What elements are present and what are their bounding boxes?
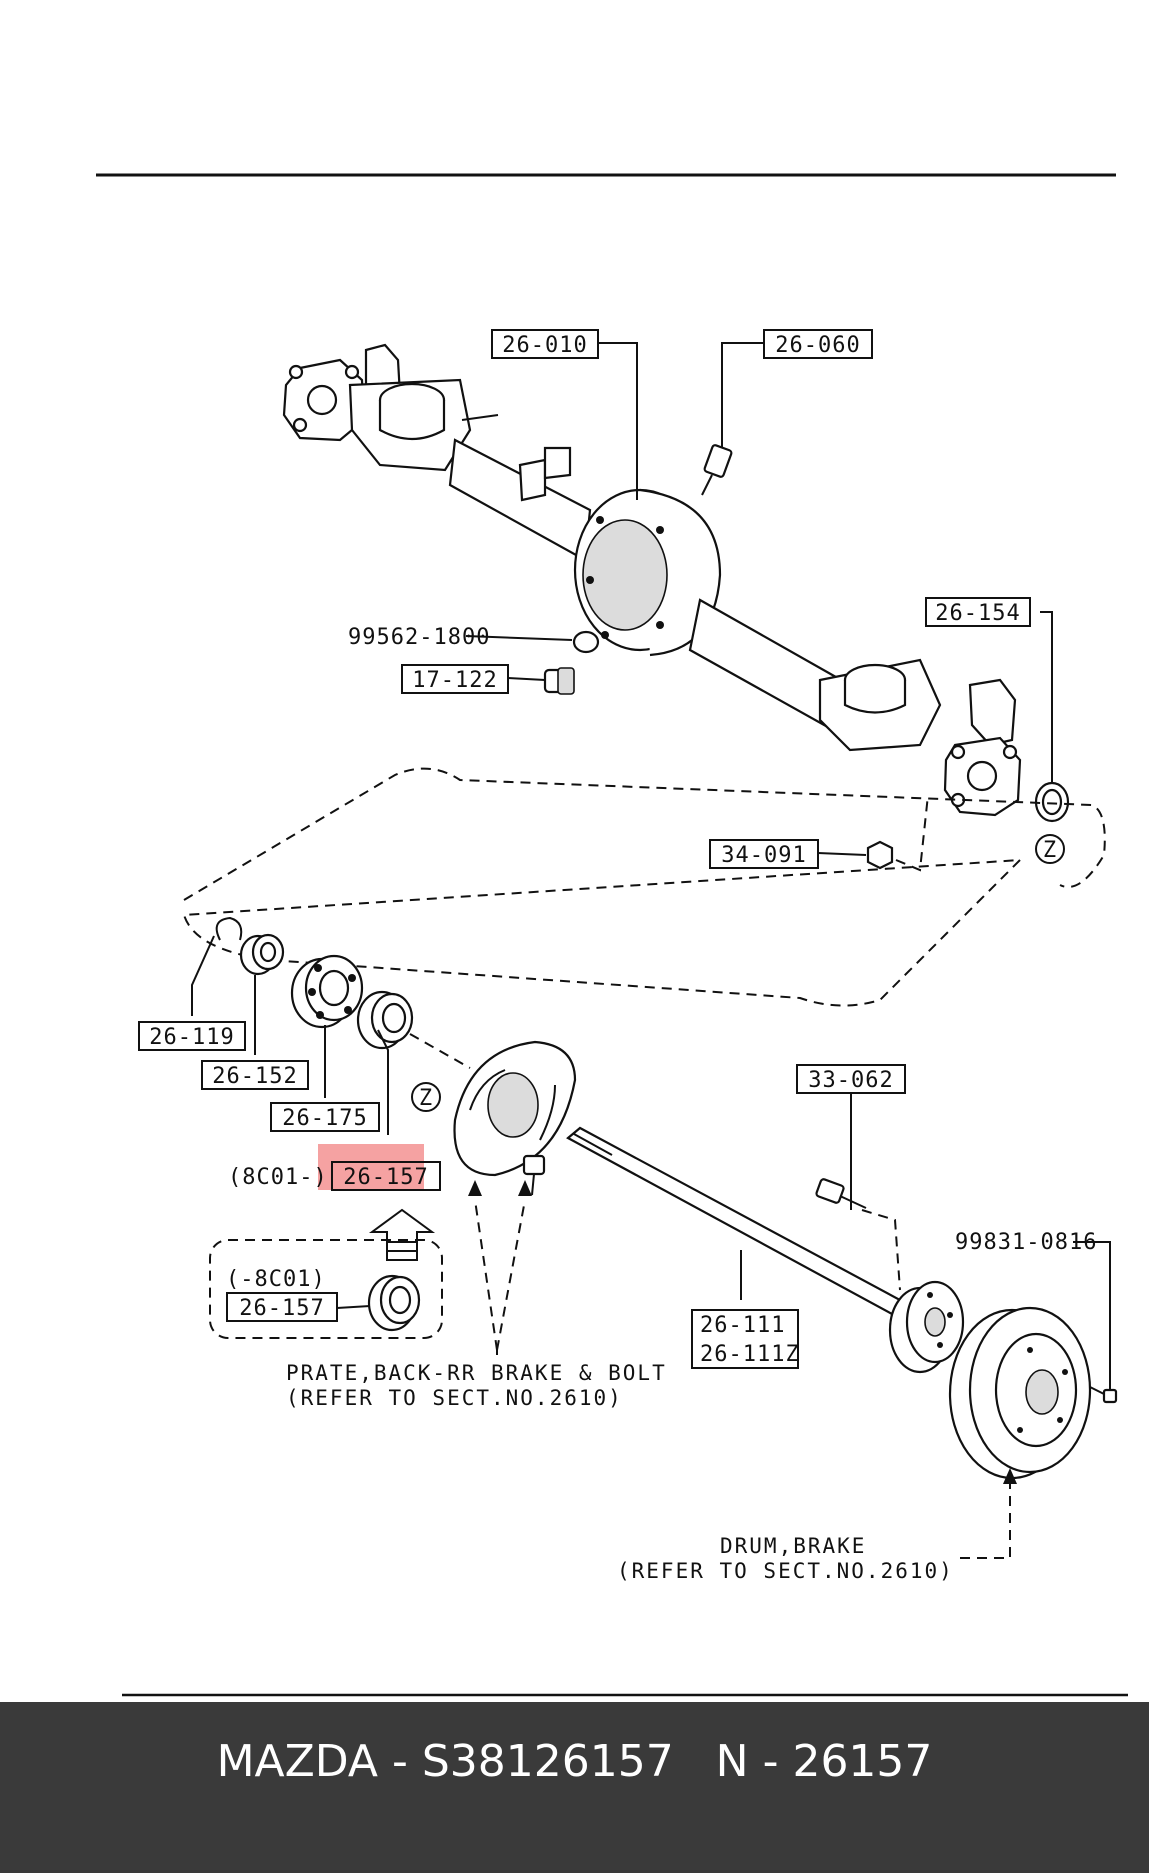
label-34-091: 34-091: [709, 839, 819, 869]
note-drum-line2: (REFER TO SECT.NO.2610): [617, 1559, 954, 1583]
svg-text:26-060: 26-060: [775, 333, 860, 358]
label-99831-0816: 99831-0816: [955, 1230, 1097, 1255]
label-33-062: 33-062: [796, 1064, 906, 1094]
oil-seal-26157-drawing: [356, 990, 414, 1050]
label-26-157-old: 26-157: [226, 1292, 338, 1322]
svg-text:26-119: 26-119: [149, 1025, 234, 1050]
svg-text:34-091: 34-091: [721, 843, 806, 868]
footer-bar: MAZDA - S38126157 N - 26157: [0, 1702, 1149, 1873]
breather-drawing: [701, 444, 733, 496]
note-drum-line1: DRUM,BRAKE: [720, 1534, 866, 1558]
label-26-119: 26-119: [138, 1021, 246, 1051]
old-version-box: [209, 1239, 443, 1339]
label-8c01-from: (8C01-): [228, 1165, 328, 1190]
svg-text:26-010: 26-010: [502, 333, 587, 358]
back-plate-bolt-drawing: [522, 1154, 546, 1196]
zone-marker-z-bottom: Z: [419, 1086, 433, 1111]
svg-text:26-175: 26-175: [282, 1106, 367, 1131]
gasket-drawing: [572, 630, 600, 654]
svg-text:26-157: 26-157: [343, 1165, 428, 1190]
label-26-157-new: 26-157: [331, 1161, 441, 1191]
label-17-122: 17-122: [401, 664, 509, 694]
bearing-drawing: [290, 954, 364, 1029]
label-99562-1800: 99562-1800: [348, 625, 490, 650]
brake-drum-drawing: [948, 1306, 1092, 1480]
oil-seal-26154-drawing: [1034, 781, 1070, 823]
label-26-154: 26-154: [925, 597, 1031, 627]
svg-text:33-062: 33-062: [808, 1068, 893, 1093]
back-plate-drawing: [453, 1040, 577, 1177]
axle-shaft-drawing: [566, 1126, 965, 1374]
label-26-010: 26-010: [491, 329, 599, 359]
nut-drawing: [866, 840, 894, 870]
zone-marker-z-top: Z: [1043, 838, 1057, 863]
label-26-152: 26-152: [201, 1060, 309, 1090]
hub-bolt-drawing: [815, 1178, 867, 1209]
note-back-plate-line2: (REFER TO SECT.NO.2610): [286, 1386, 623, 1410]
label-26-175: 26-175: [270, 1102, 380, 1132]
label-26-111: 26-111 26-111Z: [691, 1309, 800, 1369]
note-back-plate-line1: PRATE,BACK-RR BRAKE & BOLT: [286, 1361, 667, 1385]
svg-text:26-154: 26-154: [935, 601, 1020, 626]
drain-plug-drawing: [543, 667, 575, 695]
retainer-ring-drawing: [239, 933, 285, 976]
snap-ring-drawing: [215, 916, 243, 941]
svg-text:17-122: 17-122: [412, 668, 497, 693]
label-26-060: 26-060: [763, 329, 873, 359]
svg-text:26-152: 26-152: [212, 1064, 297, 1089]
label-26-111z: 26-111Z: [700, 1342, 800, 1367]
zone-outline: [182, 767, 1106, 1007]
version-arrow: [368, 1208, 436, 1261]
parts-diagram: Z Z: [96, 173, 1128, 1697]
svg-text:26-157: 26-157: [239, 1296, 324, 1321]
part-number-caption: MAZDA - S38126157 N - 26157: [216, 1736, 933, 1787]
axle-housing-drawing: [282, 343, 1022, 817]
label-8c01-to: (-8C01): [226, 1267, 326, 1292]
svg-text:26-111: 26-111: [700, 1313, 785, 1338]
highlight-26157: [318, 1144, 424, 1190]
drum-screw-drawing: [1089, 1386, 1118, 1404]
oil-seal-26157-old-drawing: [367, 1274, 421, 1332]
